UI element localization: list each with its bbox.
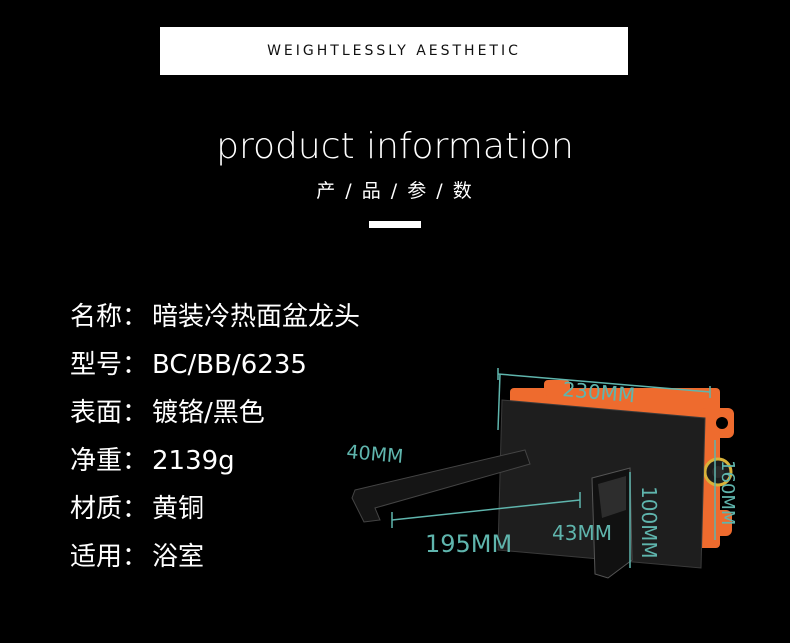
- spec-label: 型号：: [70, 350, 149, 380]
- dim-spout-length: 195MM: [425, 530, 512, 558]
- spec-label: 净重：: [70, 446, 149, 476]
- spec-row-usage: 适用：浴室: [70, 536, 360, 584]
- section-subtitle: 产 / 品 / 参 / 数: [316, 180, 474, 202]
- spec-label: 材质：: [70, 494, 149, 524]
- title-divider: [369, 221, 421, 228]
- spec-value: 2139g: [152, 446, 235, 476]
- spec-row-model: 型号：BC/BB/6235: [70, 344, 360, 392]
- spec-value: 镀铬/黑色: [152, 398, 265, 428]
- dimension-lines: [391, 368, 716, 568]
- dim-spout-height: 40MM: [346, 441, 405, 468]
- faucet-dimension-drawing: 230MM 40MM 195MM 43MM 100MM 160MM: [346, 368, 738, 579]
- spec-label: 名称：: [70, 302, 149, 332]
- spec-row-surface: 表面：镀铬/黑色: [70, 392, 360, 440]
- dim-box-height: 160MM: [717, 460, 738, 525]
- dim-handle-width: 43MM: [552, 521, 612, 545]
- slogan-text: WEIGHTLESSLY AESTHETIC: [267, 43, 521, 59]
- section-title: product information: [216, 126, 574, 167]
- spec-value: 黄铜: [152, 494, 205, 524]
- spec-label: 表面：: [70, 398, 149, 428]
- spec-label: 适用：: [70, 542, 149, 572]
- spec-list: 名称：暗装冷热面盆龙头 型号：BC/BB/6235 表面：镀铬/黑色 净重：21…: [70, 296, 360, 584]
- slogan-banner: WEIGHTLESSLY AESTHETIC: [160, 27, 628, 75]
- spec-value: 暗装冷热面盆龙头: [152, 302, 361, 332]
- spout: [351, 449, 531, 523]
- spec-row-name: 名称：暗装冷热面盆龙头: [70, 296, 360, 344]
- spec-value: BC/BB/6235: [152, 350, 307, 380]
- spec-row-material: 材质：黄铜: [70, 488, 360, 536]
- dim-plate-height: 100MM: [637, 486, 661, 559]
- spec-row-weight: 净重：2139g: [70, 440, 360, 488]
- spec-value: 浴室: [152, 542, 205, 572]
